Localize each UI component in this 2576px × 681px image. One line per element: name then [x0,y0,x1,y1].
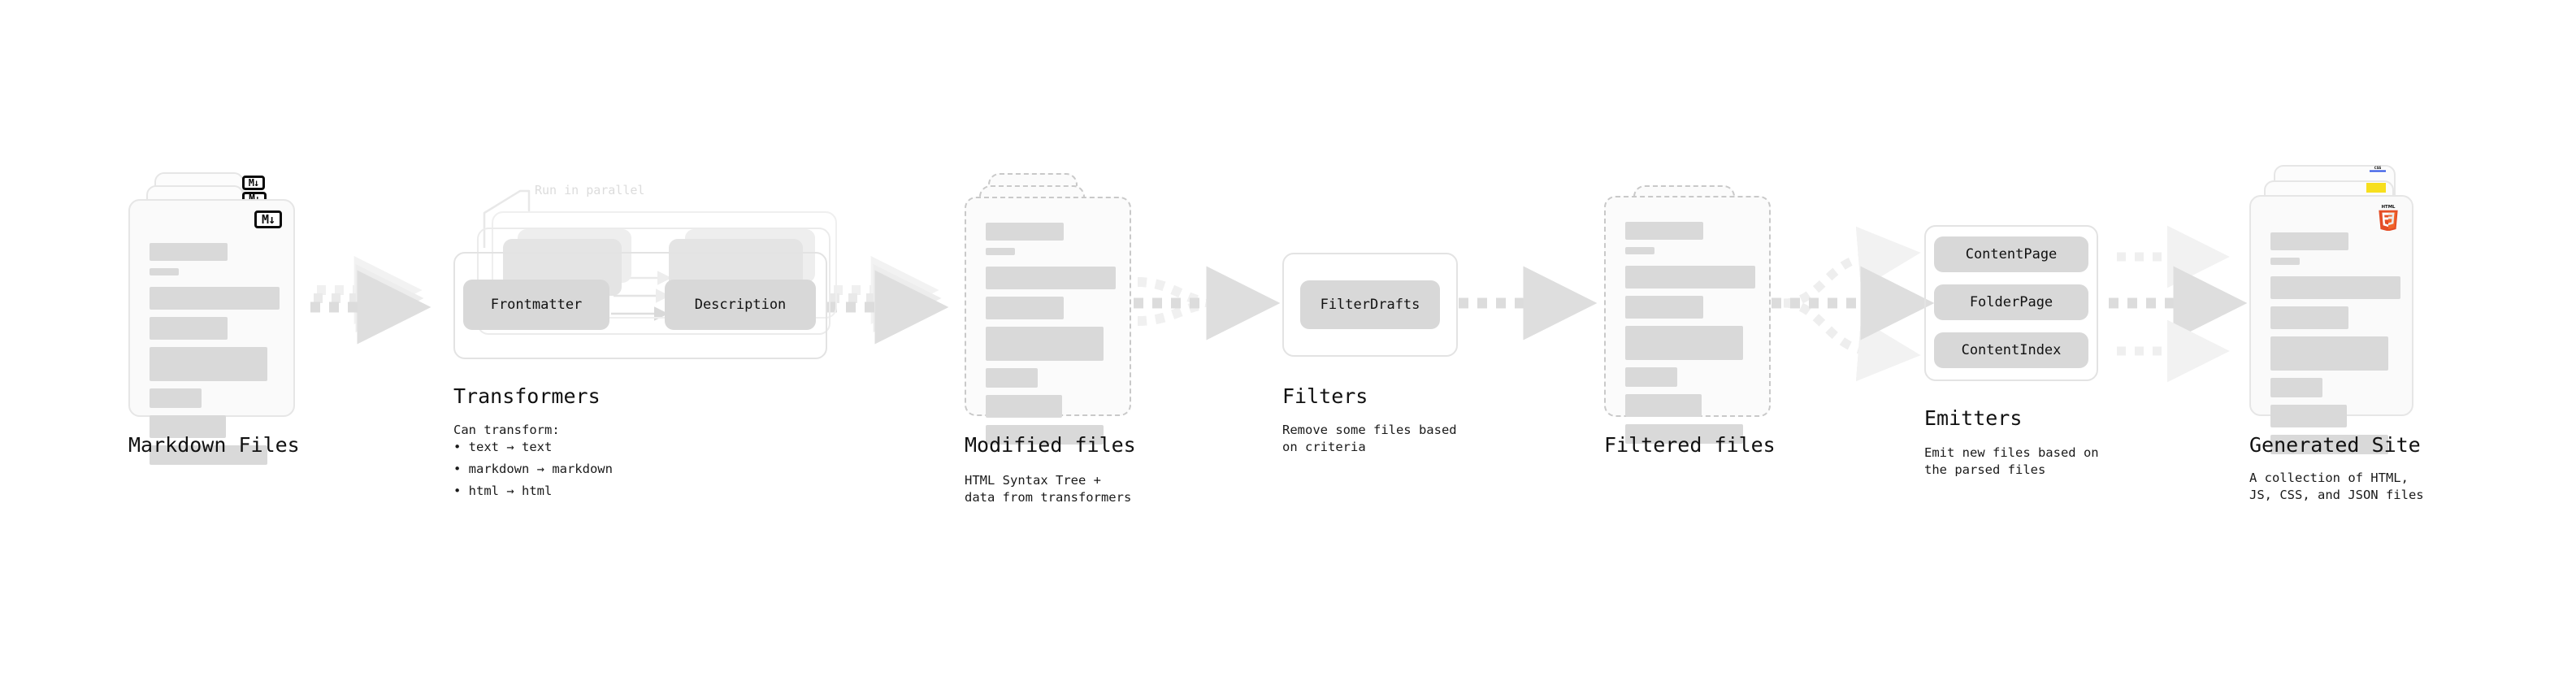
javascript-icon [2366,183,2386,193]
markdown-icon: M↓ [254,210,282,228]
emitters-box [1924,225,2098,381]
arrow-emitters-to-site [2109,225,2248,383]
css3-icon: CSS [2370,166,2386,172]
html5-icon: HTML [2379,205,2398,231]
transformers-bullet-2: • html → html [453,484,553,498]
file-content-lines [150,243,280,472]
emitter-pill-contentindex[interactable]: ContentIndex [1934,332,2088,368]
filters-title: Filters [1282,384,1368,408]
generated-site-description-1: JS, CSS, and JSON files [2249,488,2424,502]
arrow-filtered-to-emitters [1772,226,1935,382]
file-content-lines [1625,222,1755,451]
generated-site-title: Generated Site [2249,433,2421,457]
filtered-files-title: Filtered files [1604,433,1776,457]
arrow-markdown-to-transformers [310,256,432,345]
transformers-title: Transformers [453,384,601,408]
site-file-card-front: HTML [2249,195,2413,454]
modified-files-description-0: HTML Syntax Tree + [965,473,1101,488]
run-in-parallel-label: Run in parallel [535,183,645,197]
emitter-pill-folderpage[interactable]: FolderPage [1934,284,2088,320]
filter-pill-filterdrafts[interactable]: FilterDrafts [1300,280,1440,329]
file-content-lines [2270,232,2400,462]
svg-text:CSS: CSS [2374,166,2382,170]
modified-file-card-front [965,197,1131,445]
modified-files-title: Modified files [965,433,1136,457]
filters-description-1: on criteria [1282,440,1366,454]
generated-site-description-0: A collection of HTML, [2249,471,2409,485]
transformers-box-front [453,252,827,359]
arrow-modified-to-filters [1134,266,1281,340]
emitters-title: Emitters [1924,406,2023,430]
transformer-pill-frontmatter[interactable]: Frontmatter [463,280,609,330]
file-content-lines [986,223,1116,452]
markdown-file-card-front: M↓ [128,199,295,465]
filtered-file-card-front [1604,196,1771,444]
transformers-box-back-2 [492,211,837,319]
svg-text:HTML: HTML [2382,205,2396,210]
filters-description-0: Remove some files based [1282,423,1457,437]
emitters-description-1: the parsed files [1924,462,2046,477]
emitter-pill-contentpage[interactable]: ContentPage [1934,236,2088,272]
transformers-bullet-0: • text → text [453,440,553,454]
modified-files-description-1: data from transformers [965,490,1132,505]
transformers-bullet-1: • markdown → markdown [453,462,613,476]
emitters-description-0: Emit new files based on [1924,445,2099,460]
transformer-pill-description[interactable]: Description [665,280,816,330]
markdown-files-title: Markdown Files [128,433,300,457]
filters-box [1282,253,1458,357]
markdown-icon-back-2: M↓ [242,176,265,190]
transformers-description-heading: Can transform: [453,423,560,437]
